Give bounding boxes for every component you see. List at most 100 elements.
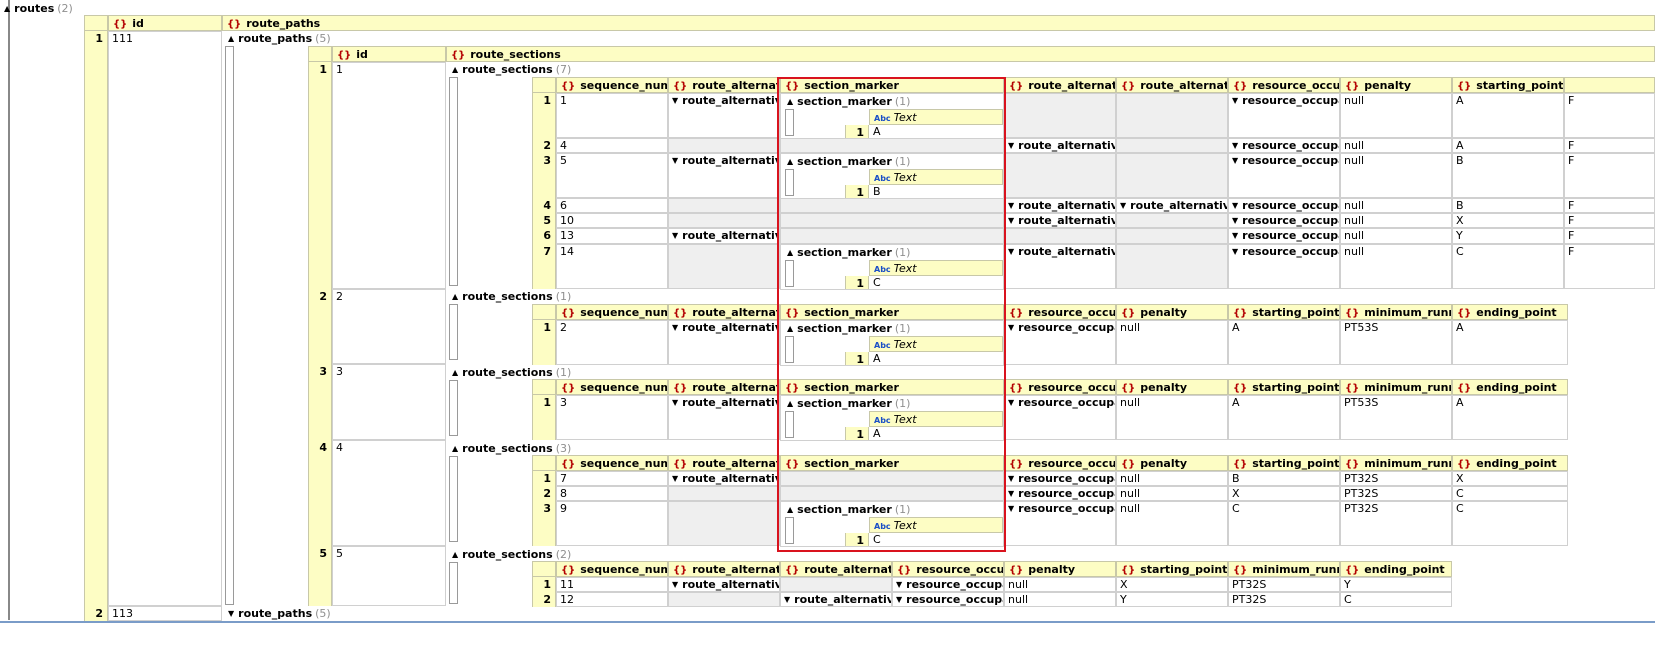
expand-icon[interactable]: ▼ bbox=[1232, 216, 1239, 225]
expand-icon[interactable]: ▼ bbox=[896, 595, 903, 604]
starting-point-cell[interactable]: X bbox=[1452, 213, 1564, 228]
expand-icon[interactable]: ▼ bbox=[1008, 216, 1015, 225]
penalty-cell[interactable]: null bbox=[1340, 228, 1452, 244]
col-header[interactable]: {}ending_point bbox=[1340, 561, 1452, 577]
col-header[interactable]: {}ending_point bbox=[1452, 304, 1568, 320]
route-alternative-cell[interactable]: ▼route_alternative... bbox=[668, 228, 780, 244]
col-header[interactable]: {}sequence_number bbox=[556, 379, 668, 395]
collapse-icon[interactable]: ▲ bbox=[4, 4, 11, 13]
collapse-icon[interactable]: ▲ bbox=[787, 399, 794, 408]
collapse-icon[interactable]: ▲ bbox=[452, 368, 459, 377]
route-alternative-cell[interactable]: ▼route_alternative... bbox=[1004, 244, 1116, 289]
starting-point-cell[interactable]: X bbox=[1116, 577, 1228, 592]
starting-point-cell[interactable]: A bbox=[1452, 138, 1564, 153]
resource-occupation-cell[interactable]: ▼resource_occupa... bbox=[892, 577, 1004, 592]
tree-scrollbar[interactable] bbox=[449, 77, 458, 286]
root-node[interactable]: ▲routes(2) bbox=[4, 2, 73, 15]
route-alternative-cell[interactable] bbox=[668, 501, 780, 546]
section-marker-cell[interactable] bbox=[780, 471, 1004, 486]
route-alternative-cell[interactable]: ▼route_alternative... bbox=[1004, 213, 1116, 228]
resource-occupation-cell[interactable]: ▼resource_occupa... bbox=[1228, 213, 1340, 228]
route-alternative-cell[interactable]: ▼route_alternative... bbox=[668, 153, 780, 198]
collapse-icon[interactable]: ▲ bbox=[787, 157, 794, 166]
expand-icon[interactable]: ▼ bbox=[1008, 141, 1015, 150]
marker-value[interactable]: B bbox=[873, 185, 881, 198]
route-alternative-cell[interactable]: ▼route_alternative... bbox=[1116, 198, 1228, 213]
col-header-route-paths[interactable]: {}route_paths bbox=[222, 15, 1655, 31]
penalty-cell[interactable]: null bbox=[1340, 153, 1452, 198]
route-alternative-cell[interactable]: ▼route_alternative... bbox=[668, 320, 780, 365]
penalty-cell[interactable]: null bbox=[1340, 138, 1452, 153]
route-alternative-cell[interactable]: ▼route_alternative... bbox=[1004, 138, 1116, 153]
table-cell[interactable]: 13 bbox=[556, 228, 668, 244]
tree-scrollbar[interactable] bbox=[785, 169, 794, 196]
col-header[interactable]: {}route_alternative... bbox=[780, 561, 892, 577]
expand-icon[interactable]: ▼ bbox=[228, 609, 235, 618]
starting-point-cell[interactable]: Y bbox=[1116, 592, 1228, 607]
route-alternative-cell[interactable] bbox=[1004, 228, 1116, 244]
expand-icon[interactable]: ▼ bbox=[1008, 489, 1015, 498]
collapse-icon[interactable]: ▲ bbox=[452, 65, 459, 74]
expand-icon[interactable]: ▼ bbox=[784, 595, 791, 604]
tree-scrollbar[interactable] bbox=[225, 46, 234, 605]
route-alternative-cell[interactable] bbox=[1116, 153, 1228, 198]
route-alternative-cell[interactable]: ▼route_alternative... bbox=[780, 592, 892, 607]
resource-occupation-cell[interactable]: ▼resource_occupa... bbox=[1228, 228, 1340, 244]
tree-scrollbar[interactable] bbox=[449, 304, 458, 360]
route-alternative-cell[interactable] bbox=[668, 198, 780, 213]
route-alternative-cell[interactable] bbox=[1004, 93, 1116, 138]
ending-point-cell[interactable]: C bbox=[1340, 592, 1452, 607]
route-alternative-cell[interactable] bbox=[1116, 244, 1228, 289]
expand-icon[interactable]: ▼ bbox=[672, 580, 679, 589]
collapse-icon[interactable]: ▲ bbox=[787, 505, 794, 514]
route-sections-node[interactable]: ▲route_sections(1) bbox=[452, 366, 572, 379]
col-header-id[interactable]: {}id bbox=[332, 46, 446, 62]
table-cell[interactable]: 1 bbox=[556, 93, 668, 138]
route-alternative-cell[interactable] bbox=[780, 577, 892, 592]
expand-icon[interactable]: ▼ bbox=[1232, 141, 1239, 150]
tree-scrollbar[interactable] bbox=[785, 260, 794, 287]
penalty-cell[interactable]: null bbox=[1340, 244, 1452, 289]
expand-icon[interactable]: ▼ bbox=[1008, 398, 1015, 407]
starting-point-cell[interactable]: A bbox=[1228, 320, 1340, 365]
route-alternative-cell[interactable] bbox=[668, 592, 780, 607]
table-cell[interactable]: 7 bbox=[556, 471, 668, 486]
overflow-cell[interactable]: F bbox=[1564, 138, 1655, 153]
collapse-icon[interactable]: ▲ bbox=[452, 292, 459, 301]
col-header[interactable]: {}route_alternative... bbox=[668, 455, 780, 471]
route-alternative-cell[interactable]: ▼route_alternative... bbox=[668, 395, 780, 440]
collapse-icon[interactable]: ▲ bbox=[787, 248, 794, 257]
table-cell[interactable]: 14 bbox=[556, 244, 668, 289]
col-header[interactable]: {}section_marker bbox=[780, 379, 1004, 395]
section-marker-node[interactable]: ▲section_marker(1) bbox=[787, 503, 910, 517]
table-cell[interactable]: 10 bbox=[556, 213, 668, 228]
col-header[interactable]: {}section_marker bbox=[780, 455, 1004, 471]
resource-occupation-cell[interactable]: ▼resource_occupa... bbox=[1228, 198, 1340, 213]
col-header[interactable]: {}minimum_runni... bbox=[1340, 455, 1452, 471]
minimum-running-cell[interactable]: PT32S bbox=[1228, 592, 1340, 607]
starting-point-cell[interactable]: A bbox=[1452, 93, 1564, 138]
section-marker-cell[interactable] bbox=[780, 486, 1004, 501]
expand-icon[interactable]: ▼ bbox=[672, 398, 679, 407]
starting-point-cell[interactable]: A bbox=[1228, 395, 1340, 440]
penalty-cell[interactable]: null bbox=[1116, 320, 1228, 365]
expand-icon[interactable]: ▼ bbox=[672, 323, 679, 332]
resource-occupation-cell[interactable]: ▼resource_occupa... bbox=[1004, 320, 1116, 365]
col-header[interactable]: {}sequence_number bbox=[556, 304, 668, 320]
col-header[interactable]: {}route_alternative... bbox=[1116, 77, 1228, 93]
overflow-cell[interactable]: F bbox=[1564, 244, 1655, 289]
collapse-icon[interactable]: ▲ bbox=[228, 34, 235, 43]
ending-point-cell[interactable]: A bbox=[1452, 320, 1568, 365]
resource-occupation-cell[interactable]: ▼resource_occupa... bbox=[892, 592, 1004, 607]
path-id[interactable]: 1 bbox=[332, 62, 446, 289]
col-header[interactable]: {}route_alternative... bbox=[1004, 77, 1116, 93]
route-alternative-cell[interactable]: ▼route_alternative... bbox=[668, 471, 780, 486]
penalty-cell[interactable]: null bbox=[1340, 198, 1452, 213]
col-header[interactable]: {}starting_point bbox=[1228, 455, 1340, 471]
